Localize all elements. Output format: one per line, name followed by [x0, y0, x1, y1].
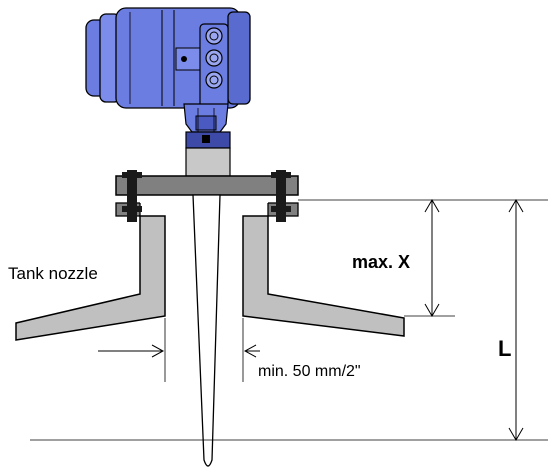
process-adapter — [186, 132, 230, 176]
min-distance-label: min. 50 mm/2" — [258, 363, 361, 380]
tank-nozzle-right — [243, 216, 404, 336]
tank-nozzle-label: Tank nozzle — [8, 264, 98, 283]
length-label: L — [498, 336, 511, 361]
max-x-label: max. X — [352, 252, 410, 272]
min-distance-arrows — [98, 345, 260, 357]
cable-gland-icon — [206, 28, 222, 88]
transmitter-housing-icon — [86, 8, 250, 132]
max-x-dimension — [425, 200, 439, 316]
length-dimension — [509, 200, 523, 440]
antenna-rod — [193, 195, 220, 466]
